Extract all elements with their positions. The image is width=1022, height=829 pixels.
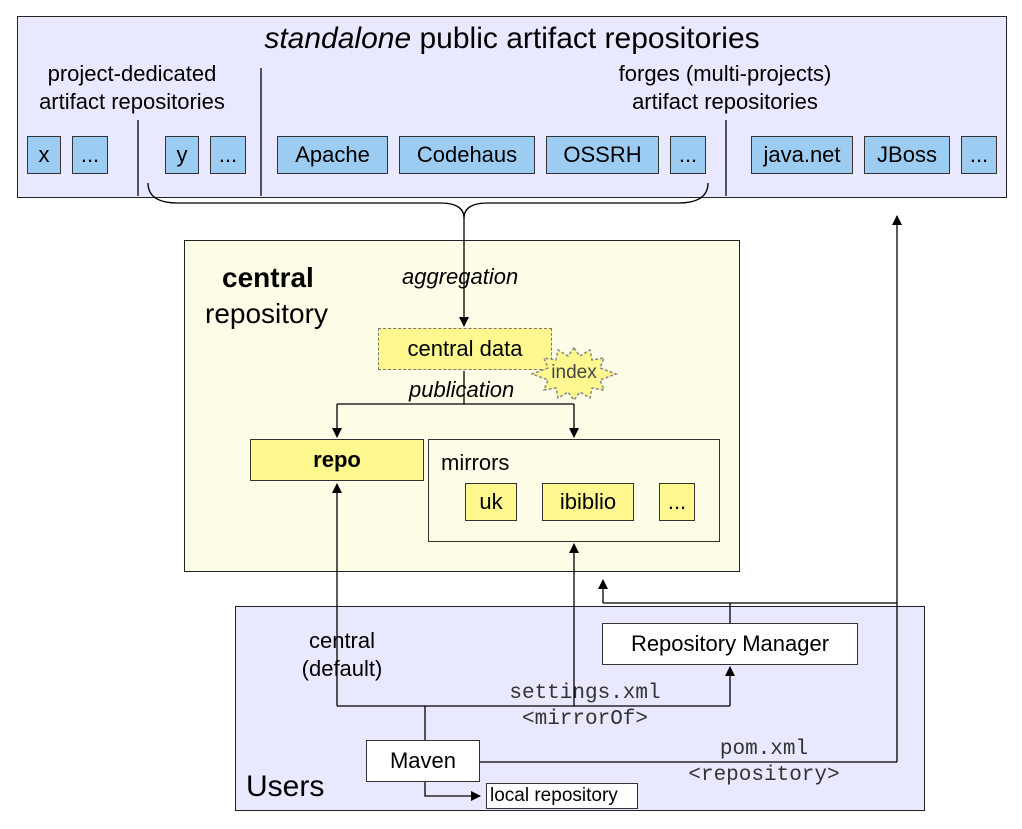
repository-manager-box: Repository Manager xyxy=(602,623,858,665)
central-data-box: central data xyxy=(378,328,552,370)
standalone-title-italic: standalone xyxy=(264,22,412,55)
settings-xml-line: settings.xml xyxy=(509,682,661,705)
repo-jboss: JBoss xyxy=(864,136,950,174)
central-default-line1: central xyxy=(308,628,376,653)
settings-xml-label: settings.xml <mirrorOf> xyxy=(485,681,685,733)
repo-more-1: ... xyxy=(72,136,108,174)
local-repository-box: local repository xyxy=(486,783,638,809)
repo-box: repo xyxy=(250,439,424,481)
central-title-rest: repository xyxy=(205,298,328,329)
repo-more-4: ... xyxy=(961,136,997,174)
repo-codehaus: Codehaus xyxy=(399,136,535,174)
pom-xml-label: pom.xml <repository> xyxy=(664,737,864,789)
pom-xml-line: pom.xml xyxy=(719,738,809,761)
mirrors-label: mirrors xyxy=(441,450,510,475)
repo-java-net: java.net xyxy=(751,136,853,174)
aggregation-label: aggregation xyxy=(402,264,519,289)
project-dedicated-line1: project-dedicated xyxy=(47,61,217,86)
central-default-label: central (default) xyxy=(282,627,402,683)
project-dedicated-line2: artifact repositories xyxy=(39,89,225,114)
repository-tag-line: <repository> xyxy=(688,764,840,787)
repo-apache: Apache xyxy=(277,136,388,174)
repo-more-3: ... xyxy=(670,136,706,174)
publication-label: publication xyxy=(409,377,515,402)
users-title: Users xyxy=(246,770,325,803)
repo-x: x xyxy=(27,136,61,174)
standalone-title-rest: public artifact repositories xyxy=(411,22,760,55)
repo-ossrh: OSSRH xyxy=(546,136,659,174)
repo-y: y xyxy=(165,136,199,174)
mirror-of-line: <mirrorOf> xyxy=(521,708,649,731)
index-star xyxy=(529,346,619,402)
forges-label: forges (multi-projects) artifact reposit… xyxy=(580,60,870,116)
maven-box: Maven xyxy=(366,740,480,782)
mirror-ibiblio: ibiblio xyxy=(542,483,634,521)
forges-line2: artifact repositories xyxy=(632,89,818,114)
standalone-title: standalone public artifact repositories xyxy=(17,22,1007,56)
mirror-more: ... xyxy=(659,483,695,521)
repo-more-2: ... xyxy=(210,136,246,174)
forges-line1: forges (multi-projects) xyxy=(618,61,832,86)
index-label: index xyxy=(551,362,597,383)
central-title-bold: central xyxy=(222,262,314,293)
mirror-uk: uk xyxy=(465,483,517,521)
project-dedicated-label: project-dedicated artifact repositories xyxy=(17,60,247,116)
central-default-line2: (default) xyxy=(301,656,383,681)
